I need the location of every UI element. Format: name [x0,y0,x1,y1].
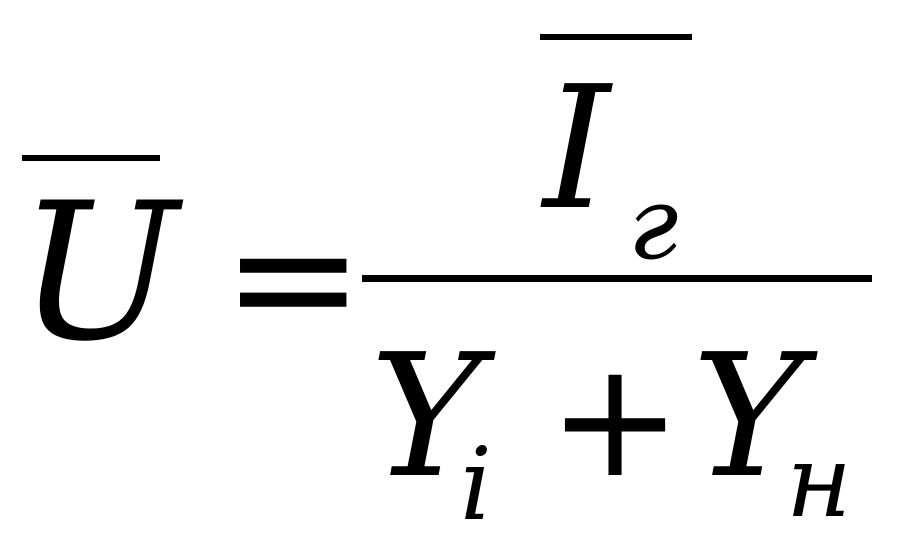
denominator-term1-subscript: i [460,426,492,543]
denominator-term1-variable: Y [370,318,483,516]
fraction-line [362,275,872,282]
denominator-term2-subscript: н [786,423,852,540]
plus-sign: + [548,326,683,513]
numerator-overbar [540,34,692,40]
lhs-overbar [22,155,160,161]
lhs-variable: U [18,162,179,383]
numerator-variable: I [543,50,611,248]
numerator-subscript: г [628,165,679,282]
equals-sign: = [222,179,365,377]
denominator-term2-variable: Y [692,318,805,516]
